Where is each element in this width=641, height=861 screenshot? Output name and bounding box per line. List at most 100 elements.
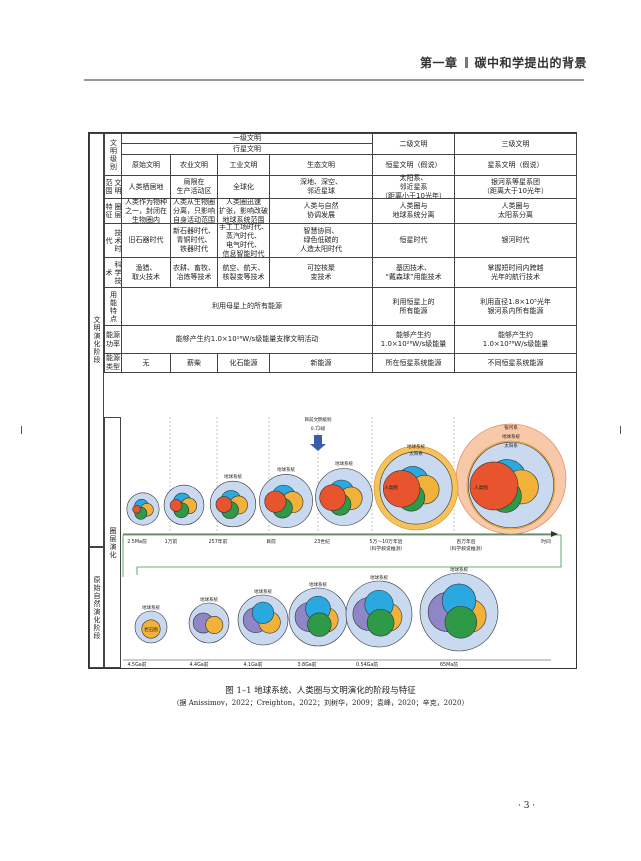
cell-tech-era: 恒星时代 — [372, 223, 455, 258]
timeline-label-upper: （科学叙说推测） — [447, 545, 485, 552]
current-level-arrow — [310, 435, 326, 451]
earth-system-label: 地球系统 — [224, 473, 242, 480]
earth-system-label: 地球系统 — [200, 596, 218, 603]
timeline-label-upper: 5万～10万年后 — [369, 538, 402, 545]
sphere-diagram: 地球系统地球系统地球系统地球系统地球系统太阳系银河系太阳系人类圈人类圈目前文明级… — [121, 417, 576, 668]
timeline-label-lower: 0.54Ga前 — [356, 661, 378, 668]
cell-energy-type: 不同恒星系统能源 — [454, 353, 577, 373]
earth-system-label: 地球系统 — [254, 588, 272, 595]
cell-science: 掌握短时间内跨越 光年的航行技术 — [454, 257, 577, 288]
row-label-energy-type: 能源类型 — [104, 353, 122, 373]
cell-scope: 太阳系、 邻近星系 （距离小于10光年） — [372, 175, 455, 199]
cell-energy-use: 利用直径1.8×10⁵光年 银河系内所有能源 — [454, 287, 577, 326]
timeline-label-upper: 目前 — [266, 538, 276, 545]
civilization-stage-label: 文明演化阶段 — [89, 133, 104, 547]
timeline-label-lower: 4.1Ga前 — [243, 661, 262, 668]
timeline-label-upper: （科学叙说推测） — [367, 545, 405, 552]
anthroposphere-circle — [170, 500, 182, 512]
civ-name: 星系文明（假说） — [454, 154, 577, 176]
row-label-scope: 文明范围 — [104, 175, 122, 199]
solar-system-label: 太阳系 — [504, 442, 518, 449]
figure-caption: 图 1–1 地球系统、人类圈与文明演化的阶段与特征 — [0, 684, 641, 696]
running-header: 第一章 碳中和学提出的背景 — [420, 54, 587, 71]
cell-energy-use: 利用恒星上的 所有能源 — [372, 287, 455, 326]
sphere-evolution-label: 圈层演化 — [104, 417, 121, 668]
earth-system-label: 地球系统 — [407, 443, 425, 450]
cell-tech-era: 手工工场时代、 蒸汽时代、 电气时代、 信息智能时代 — [217, 223, 270, 258]
civ-name: 生态文明 — [269, 154, 373, 176]
cell-science: 农耕、畜牧、 冶炼等技术 — [170, 257, 218, 288]
cell-scope: 银河系等星系团 （距离大于10光年） — [454, 175, 577, 199]
page-number: · 3 · — [518, 801, 535, 811]
crop-mark-left — [21, 426, 22, 434]
lithosphere-label: 岩石圈 — [144, 626, 158, 633]
primitive-stage-label: 原始自然演化阶段 — [89, 547, 104, 668]
cell-science: 基因技术、 “戴森球”用能技术 — [372, 257, 455, 288]
cell-tech-era: 智慧协同、 绿色低碳的 人造太阳时代 — [269, 223, 373, 258]
cell-sphere: 人类与自然 协调发展 — [269, 198, 373, 224]
earth-system-label: 地球系统 — [450, 566, 468, 573]
timeline-label-lower: 4.5Ga前 — [127, 661, 146, 668]
anthroposphere-circle — [265, 491, 286, 512]
chapter-label: 第一章 — [420, 56, 458, 70]
row-label-energy-power: 能源功率 — [104, 325, 122, 354]
earth-system-label: 地球系统 — [142, 604, 160, 611]
row-label-science: 科学技术 — [104, 257, 122, 288]
earth-system-label: 地球系统 — [502, 433, 520, 440]
row-label-tech-era: 技术时代 — [104, 223, 122, 258]
cell-science: 可控核聚 变技术 — [269, 257, 373, 288]
earth-system-label: 地球系统 — [370, 574, 388, 581]
timeline-label-lower: 3.8Ga前 — [297, 661, 316, 668]
timeline-label-upper: 23世纪 — [314, 538, 330, 545]
timeline-label-upper: 时间 — [541, 538, 551, 545]
galaxy-label: 银河系 — [504, 424, 518, 431]
anthroposphere-circle — [216, 497, 232, 513]
row-label-level: 文明级别 — [104, 133, 122, 176]
cell-sphere: 人类圈与 太阳系分离 — [454, 198, 577, 224]
stage-link — [137, 543, 561, 575]
anthroposphere-label: 人类圈 — [474, 484, 488, 491]
cell-sphere: 人类圈与 地球系统分离 — [372, 198, 455, 224]
anthroposphere-circle — [133, 505, 141, 513]
cell-energy-type: 新能源 — [269, 353, 373, 373]
timeline-label-upper: 百万年后 — [456, 538, 475, 545]
cell-science: 航空、航天、 核裂变等技术 — [217, 257, 270, 288]
anthroposphere-circle — [320, 485, 346, 511]
header-rule — [84, 79, 584, 81]
cell-science: 渔猎、 取火技术 — [121, 257, 171, 288]
header-level2: 二级文明 — [372, 133, 455, 155]
civ-name: 原始文明 — [121, 154, 171, 176]
timeline-label-upper: 1万前 — [165, 538, 178, 545]
chapter-title: 碳中和学提出的背景 — [475, 56, 588, 70]
stage-bracket — [123, 535, 561, 543]
timeline-label-lower: 65Ma前 — [440, 661, 458, 668]
cell-tech-era: 旧石器时代 — [121, 223, 171, 258]
row-label-energy-use: 用能特点 — [104, 287, 122, 326]
cell-energy-power: 能够产生约1.0×10¹⁶W/s级能量支撑文明活动 — [121, 325, 373, 354]
header-level3: 三级文明 — [454, 133, 577, 155]
cell-energy-power: 能够产生约 1.0×10³⁶W/s级能量 — [454, 325, 577, 354]
earth-system-label: 地球系统 — [309, 581, 327, 588]
timeline-label-upper: 2.5Ma前 — [127, 538, 147, 545]
cell-sphere: 人类圈迅速 扩张，影响改破 地球系统范围 — [217, 198, 270, 224]
civ-name: 农业文明 — [170, 154, 218, 176]
timeline-label-upper: 257年前 — [209, 538, 228, 545]
cell-energy-type: 所在恒星系统能源 — [372, 353, 455, 373]
cell-scope: 全球化 — [217, 175, 270, 199]
earth-system-label: 地球系统 — [277, 466, 295, 473]
cell-sphere: 人类作为物种 之一，封闭在 生物圈内 — [121, 198, 171, 224]
current-level-note: 目前文明级别 — [305, 417, 332, 423]
cell-scope: 局限在 生产活动区 — [170, 175, 218, 199]
figure-source: （据 Anissimov，2022；Creighton，2022；刘树华，200… — [0, 698, 641, 708]
anthroposphere-label: 人类圈 — [384, 484, 398, 491]
cell-energy-power: 能够产生约 1.0×10²⁶W/s级能量 — [372, 325, 455, 354]
cell-tech-era: 新石器时代、 青铜时代、 铁器时代 — [170, 223, 218, 258]
civilization-evolution-figure: 文明演化阶段 原始自然演化阶段 圈层演化 文明级别文明范围圈层特征技术时代科学技… — [88, 132, 577, 669]
timeline-label-lower: 4.4Ga前 — [189, 661, 208, 668]
biosphere-circle — [367, 609, 394, 636]
crop-mark-right — [620, 426, 621, 434]
cell-sphere: 人类从生物圈 分离，只影响 自身活动范围 — [170, 198, 218, 224]
timeline-arrow — [551, 531, 558, 537]
biosphere-circle — [308, 613, 332, 637]
lithosphere-circle — [206, 616, 223, 633]
